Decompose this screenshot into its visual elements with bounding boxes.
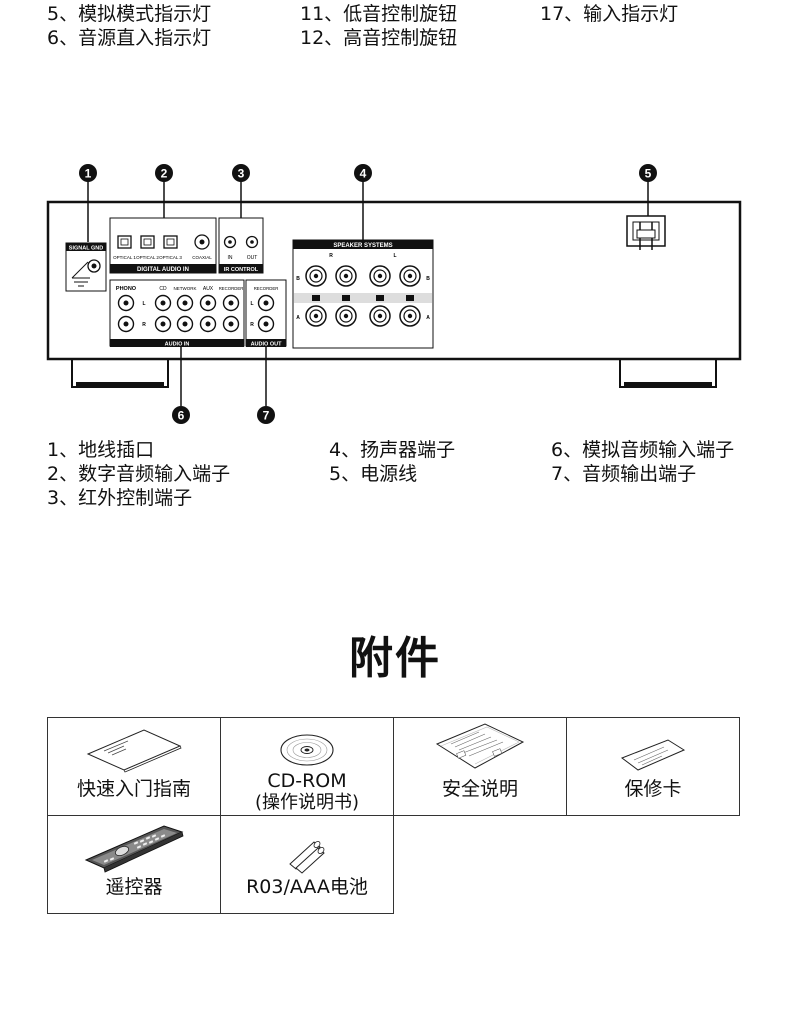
digital-audio-in-section: DIGITAL AUDIO IN OPTICAL 1 OPTICAL 2 OPT…	[109, 217, 217, 274]
svg-text:IR CONTROL: IR CONTROL	[224, 267, 259, 273]
accessory-subtitle: (操作说明书)	[254, 792, 360, 813]
section-title: 附件	[349, 633, 441, 684]
accessory-name: R03/AAA电池	[246, 876, 368, 898]
battery-icon	[289, 841, 325, 874]
svg-text:DIGITAL AUDIO IN: DIGITAL AUDIO IN	[137, 267, 189, 273]
list-item: 6、模拟音频输入端子	[551, 439, 735, 461]
svg-text:R: R	[142, 322, 146, 328]
svg-text:IN: IN	[228, 255, 233, 261]
callout-2: 2	[155, 164, 173, 218]
accessory-name: 保修卡	[624, 778, 682, 800]
svg-text:AUX: AUX	[203, 286, 214, 292]
signal-gnd-terminal: SIGNAL GND	[65, 242, 107, 292]
ir-control-section: IR CONTROL IN OUT	[218, 217, 264, 274]
svg-text:A: A	[426, 315, 430, 321]
accessories-table: 快速入门指南 CD-ROM (操作说明书)	[47, 717, 740, 914]
callout-3: 3	[232, 164, 250, 218]
svg-text:L: L	[142, 301, 145, 307]
svg-text:R: R	[250, 322, 254, 328]
audio-in-section: AUDIO IN PHONO CD NETWORK AUX RECORDER L…	[109, 279, 245, 348]
svg-text:SIGNAL GND: SIGNAL GND	[69, 246, 103, 252]
callout-4: 4	[354, 164, 372, 240]
svg-text:3: 3	[238, 167, 245, 181]
svg-text:AUDIO OUT: AUDIO OUT	[251, 342, 283, 348]
accessory-cell: 保修卡	[566, 717, 740, 816]
list-item: 6、音源直入指示灯	[47, 27, 212, 49]
accessory-cell: CD-ROM (操作说明书)	[220, 717, 394, 816]
accessory-name: 快速入门指南	[76, 778, 191, 800]
speaker-systems-section: SPEAKER SYSTEMS R L B B A A	[292, 239, 434, 349]
svg-text:4: 4	[360, 167, 367, 181]
bottom-list-col-2: 4、扬声器端子 5、电源线	[329, 438, 455, 486]
top-list-col-2: 11、低音控制旋钮 12、高音控制旋钮	[300, 2, 457, 50]
accessory-cell: R03/AAA电池	[220, 815, 394, 914]
list-item: 12、高音控制旋钮	[300, 27, 458, 49]
svg-text:RECORDER: RECORDER	[254, 286, 279, 291]
svg-text:5: 5	[645, 167, 652, 181]
accessory-name: 安全说明	[441, 778, 518, 800]
svg-text:L: L	[393, 253, 396, 259]
svg-text:7: 7	[263, 409, 270, 423]
empty-cell	[394, 816, 567, 914]
callout-6: 6	[172, 338, 190, 424]
remote-icon	[84, 825, 184, 873]
rear-panel-diagram: 1 2 3 4 5 6 7 SIGNAL GND	[46, 164, 742, 424]
bottom-list-col-1: 1、地线插口 2、数字音频输入端子 3、红外控制端子	[47, 438, 230, 510]
top-list-col-1: 5、模拟模式指示灯 6、音源直入指示灯	[47, 2, 211, 50]
callout-1: 1	[79, 164, 97, 242]
accessory-name: CD-ROM	[267, 770, 347, 792]
booklet-icon	[86, 729, 182, 773]
callout-7: 7	[257, 338, 275, 424]
svg-text:1: 1	[85, 167, 92, 181]
audio-out-section: AUDIO OUT RECORDER L R	[245, 279, 287, 348]
list-item: 1、地线插口	[47, 439, 155, 461]
accessory-cell: 遥控器	[47, 815, 221, 914]
svg-text:6: 6	[178, 409, 185, 423]
cd-icon	[280, 734, 334, 766]
svg-text:OUT: OUT	[247, 255, 258, 261]
warranty-card-icon	[620, 739, 686, 771]
svg-text:COAXIAL: COAXIAL	[192, 255, 212, 260]
svg-text:CD: CD	[159, 286, 167, 292]
svg-text:AUDIO IN: AUDIO IN	[165, 342, 190, 348]
empty-cell	[567, 816, 740, 914]
svg-text:R: R	[329, 253, 333, 259]
accessory-cell: 安全说明	[393, 717, 567, 816]
svg-text:PHONO: PHONO	[116, 286, 137, 292]
accessory-cell: 快速入门指南	[47, 717, 221, 816]
list-item: 5、模拟模式指示灯	[47, 3, 212, 25]
list-item: 17、输入指示灯	[540, 3, 679, 25]
safety-sheet-icon	[435, 723, 525, 769]
svg-text:RECORDER: RECORDER	[219, 286, 244, 291]
svg-text:OPTICAL 3: OPTICAL 3	[159, 255, 182, 260]
list-item: 7、音频输出端子	[551, 463, 697, 485]
list-item: 5、电源线	[329, 463, 418, 485]
svg-text:NETWORK: NETWORK	[174, 286, 197, 291]
power-cord	[626, 215, 666, 250]
svg-text:SPEAKER SYSTEMS: SPEAKER SYSTEMS	[333, 243, 392, 249]
svg-text:B: B	[296, 276, 300, 282]
accessory-name: 遥控器	[105, 876, 163, 898]
list-item: 3、红外控制端子	[47, 487, 193, 509]
top-list-col-3: 17、输入指示灯	[540, 2, 678, 26]
svg-text:L: L	[250, 301, 253, 307]
svg-text:OPTICAL 2: OPTICAL 2	[136, 255, 159, 260]
list-item: 11、低音控制旋钮	[300, 3, 458, 25]
svg-text:B: B	[426, 276, 430, 282]
svg-text:OPTICAL 1: OPTICAL 1	[113, 255, 136, 260]
svg-text:A: A	[296, 315, 300, 321]
list-item: 2、数字音频输入端子	[47, 463, 231, 485]
bottom-list-col-3: 6、模拟音频输入端子 7、音频输出端子	[551, 438, 734, 486]
svg-text:2: 2	[161, 167, 168, 181]
list-item: 4、扬声器端子	[329, 439, 456, 461]
